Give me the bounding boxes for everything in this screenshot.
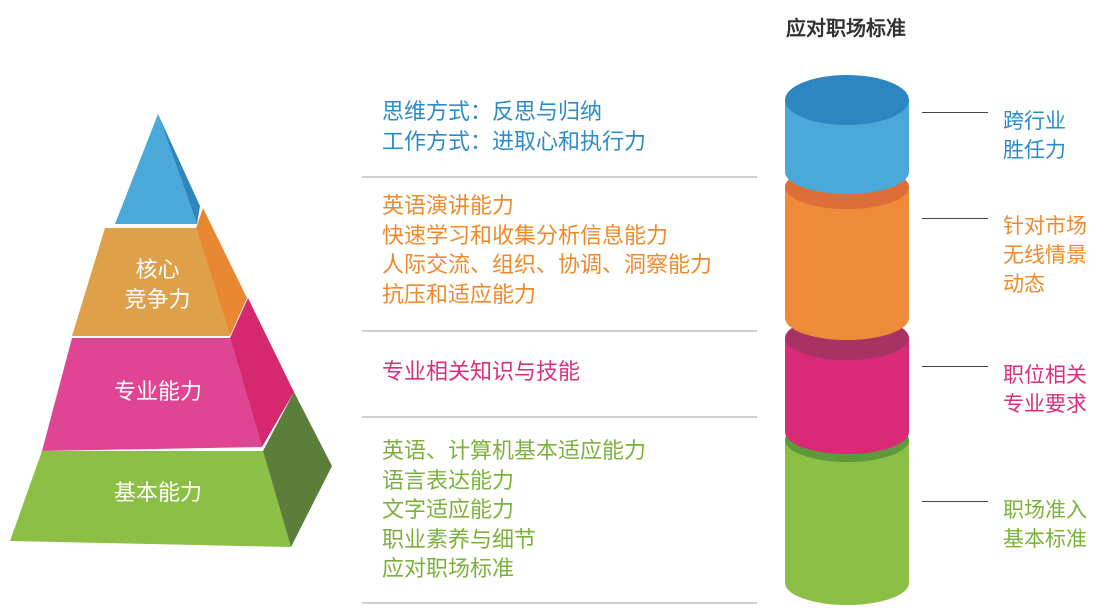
list-item: 英语演讲能力: [382, 194, 515, 219]
list-item: 职业素养与细节: [382, 527, 537, 553]
group-basic: 英语、计算机基本适应能力 语言表达能力 文字适应能力 职业素养与细节 应对职场标…: [382, 437, 646, 585]
connector-line: [922, 501, 988, 502]
list-item: 思维方式：反思与归纳: [382, 100, 603, 125]
list-item: 快速学习和收集分析信息能力: [382, 223, 669, 249]
connector-line: [922, 366, 988, 367]
column-label-position: 职位相关 专业要求: [1003, 363, 1087, 416]
divider: [362, 416, 757, 418]
pyramid-professional-side: [230, 298, 294, 447]
connector-line: [922, 218, 988, 219]
list-item: 专业相关知识与技能: [382, 360, 581, 385]
pyramid-professional-front: [42, 338, 262, 451]
pyramid: [10, 114, 332, 547]
pyramid-core-side: [196, 208, 247, 336]
pyramid-top-side: [158, 114, 200, 224]
pyramid-top-front: [115, 114, 197, 224]
list-item: 工作方式：进取心和执行力: [382, 129, 647, 155]
pyramid-label-basic: 基本能力: [113, 481, 202, 506]
pyramid-label-professional: 专业能力: [113, 380, 202, 405]
list-item: 语言表达能力: [382, 468, 515, 494]
pyramid-basic-side: [263, 392, 332, 547]
list-item: 文字适应能力: [382, 498, 515, 523]
group-professional: 专业相关知识与技能: [382, 358, 580, 388]
group-core-skills: 英语演讲能力 快速学习和收集分析信息能力 人际交流、组织、协调、洞察能力 抗压和…: [382, 192, 712, 310]
cylinder-stack: [785, 75, 909, 605]
group-thinking: 思维方式：反思与归纳 工作方式：进取心和执行力: [382, 98, 646, 157]
list-item: 英语、计算机基本适应能力: [382, 439, 647, 464]
column-title: 应对职场标准: [786, 16, 906, 40]
column-label-cross-industry: 跨行业 胜任力: [1003, 109, 1066, 162]
pyramid-core-front: [72, 228, 230, 336]
column-label-basic: 职场准入 基本标准: [1003, 498, 1087, 551]
list-item: 人际交流、组织、协调、洞察能力: [382, 253, 713, 278]
divider: [362, 330, 757, 332]
connector-line: [922, 112, 988, 113]
pyramid-label-core: 核心 竞争力: [124, 258, 191, 313]
list-item: 应对职场标准: [382, 557, 515, 582]
divider: [362, 602, 757, 604]
pyramid-basic-front: [10, 451, 291, 547]
list-item: 抗压和适应能力: [382, 282, 537, 308]
column-label-market: 针对市场 无线情景 动态: [1003, 214, 1087, 296]
divider: [362, 176, 757, 178]
